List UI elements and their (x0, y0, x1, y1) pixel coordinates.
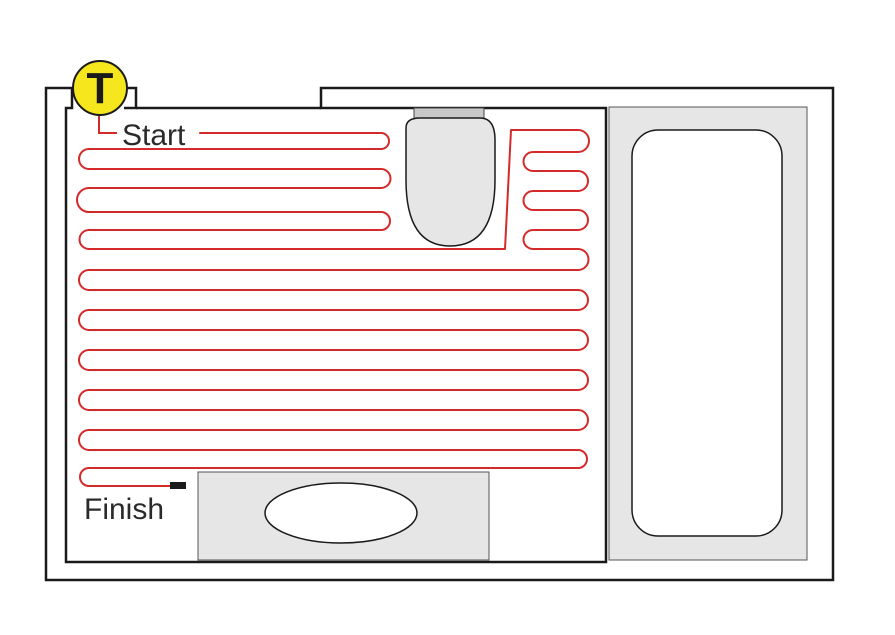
cable-end-marker (170, 482, 186, 489)
sink-basin (264, 482, 418, 544)
thermostat-letter: T (87, 64, 114, 113)
heating-cable (76, 129, 590, 487)
thermostat: T (72, 60, 128, 116)
cable-lead (98, 110, 117, 134)
toilet-bowl (405, 117, 496, 247)
start-label: Start (122, 119, 186, 152)
wall-opening-left (124, 86, 138, 110)
finish-label: Finish (84, 493, 164, 526)
bathtub-basin (631, 129, 783, 537)
thermostat-circle (72, 60, 128, 116)
